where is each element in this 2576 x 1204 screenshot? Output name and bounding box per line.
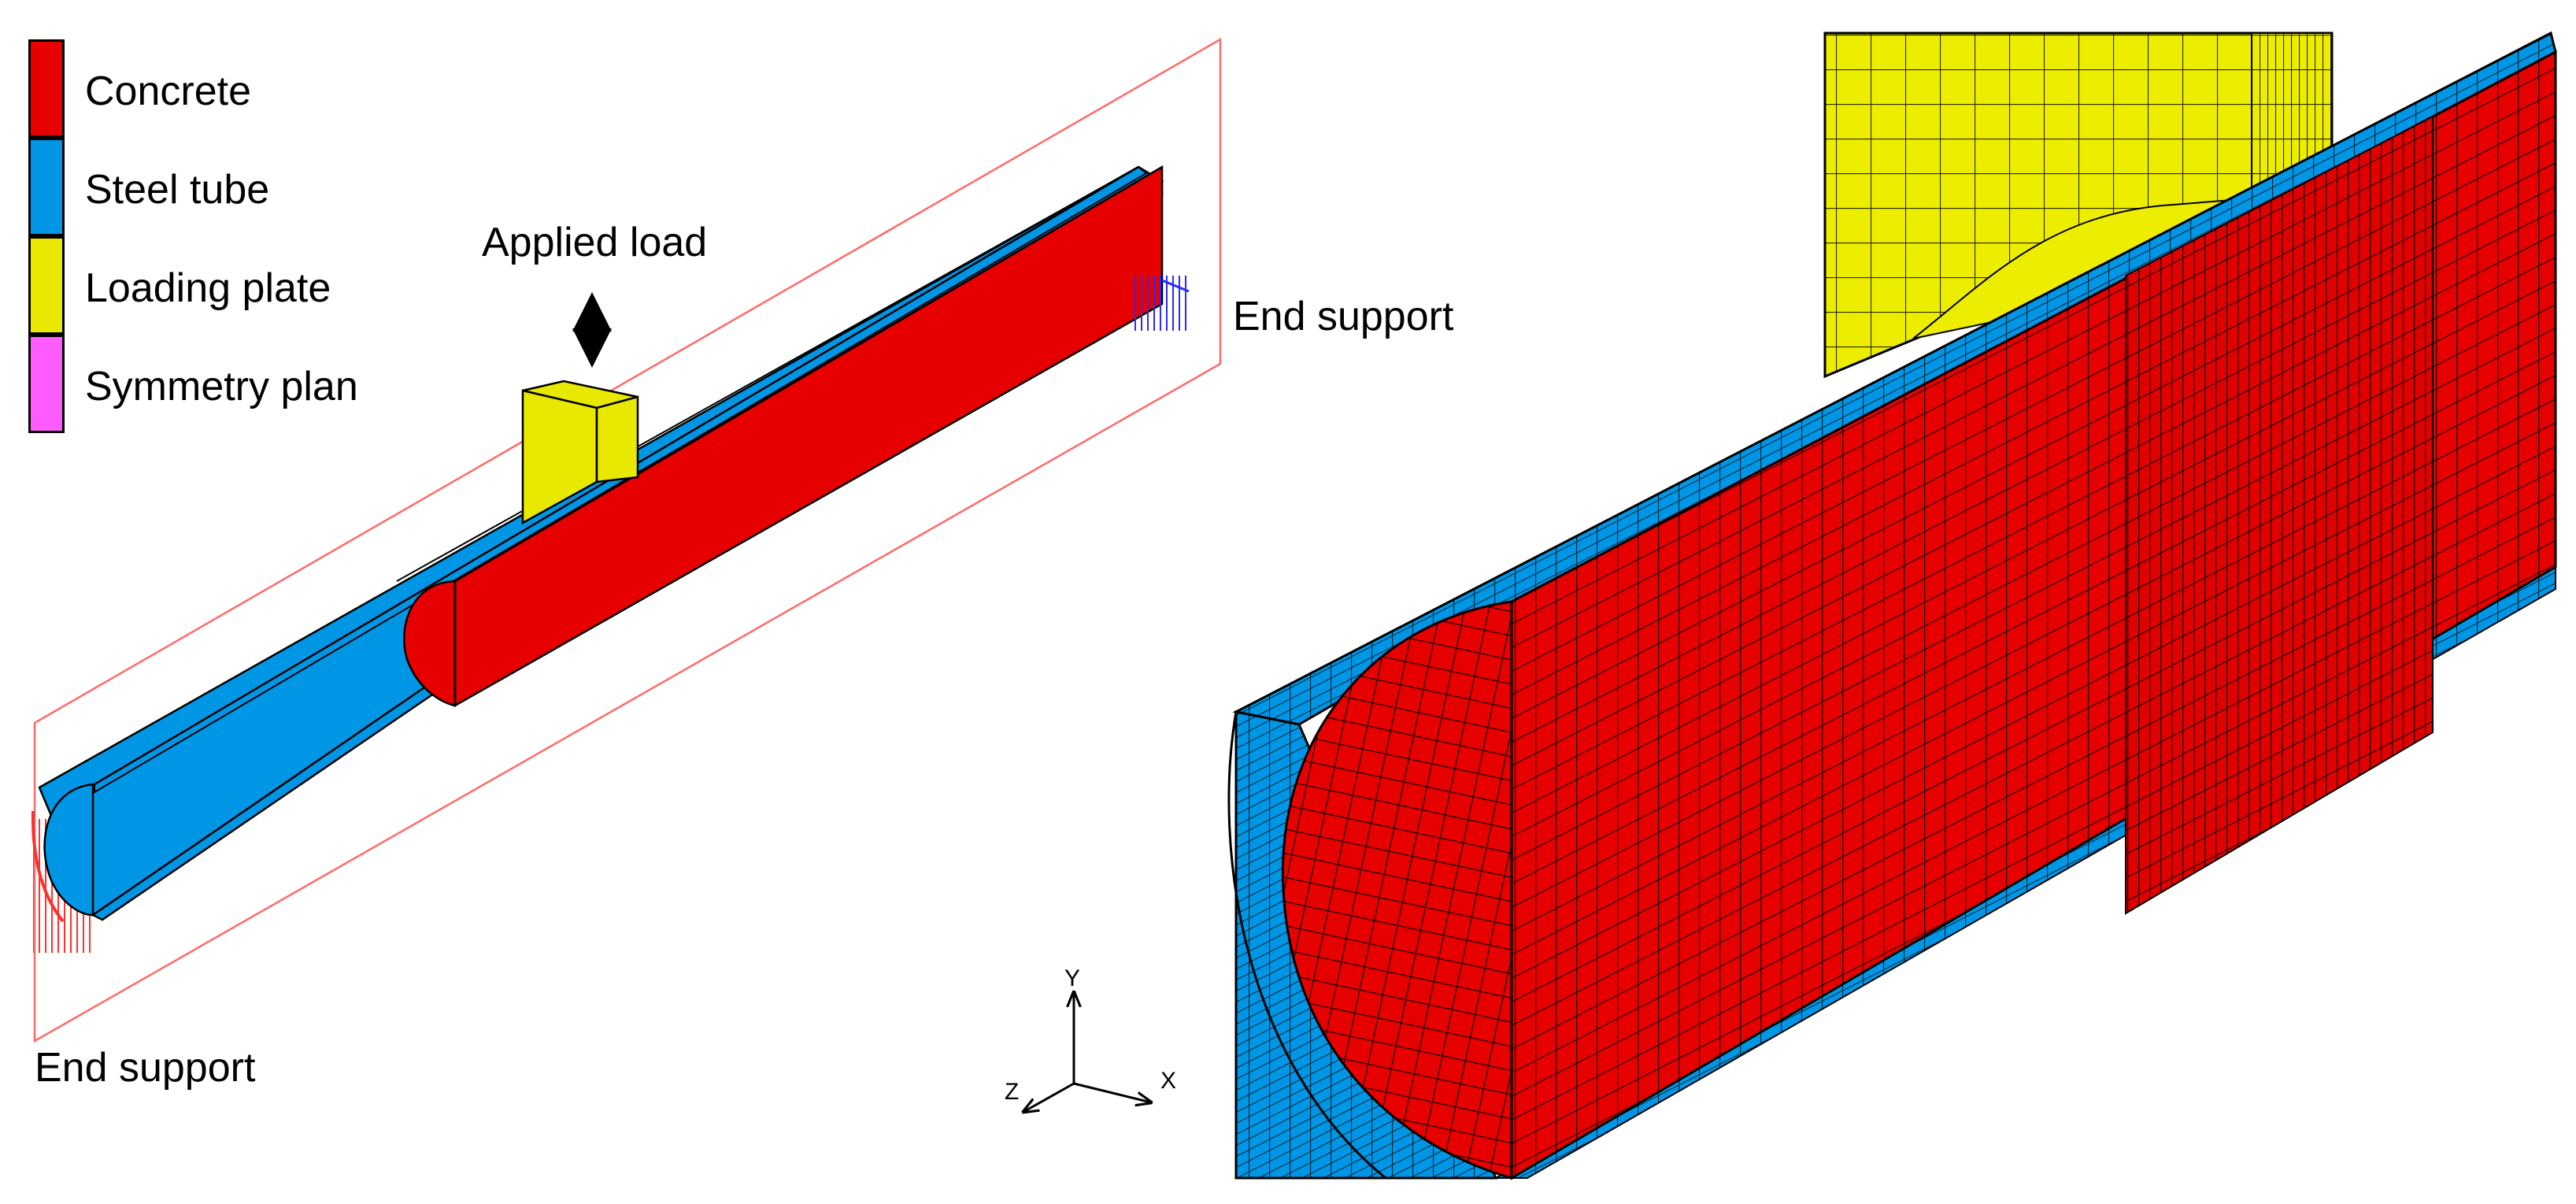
legend-swatch-loading-plate	[28, 236, 65, 335]
axis-y-label: Y	[1064, 965, 1080, 991]
legend-label-steel-tube: Steel tube	[85, 167, 270, 213]
end-support-right-label: End support	[1233, 294, 1454, 339]
axis-triad: Y X Z	[1005, 965, 1176, 1112]
legend-swatch-concrete	[28, 39, 65, 138]
axis-z-label: Z	[1005, 1079, 1019, 1105]
legend-label-symmetry-plan: Symmetry plan	[85, 364, 358, 409]
legend-label-loading-plate: Loading plate	[85, 265, 331, 311]
axis-x-label: X	[1160, 1068, 1176, 1094]
end-support-left-label: End support	[35, 1045, 256, 1091]
right-support-arrows	[1134, 276, 1190, 331]
legend-swatch-symmetry-plan	[28, 335, 65, 433]
mesh-closeup	[1227, 31, 2557, 1180]
applied-load-label: Applied load	[482, 220, 708, 265]
legend-label-concrete: Concrete	[85, 69, 251, 114]
legend-swatch-steel-tube	[28, 138, 65, 236]
loading-plate	[521, 380, 639, 525]
